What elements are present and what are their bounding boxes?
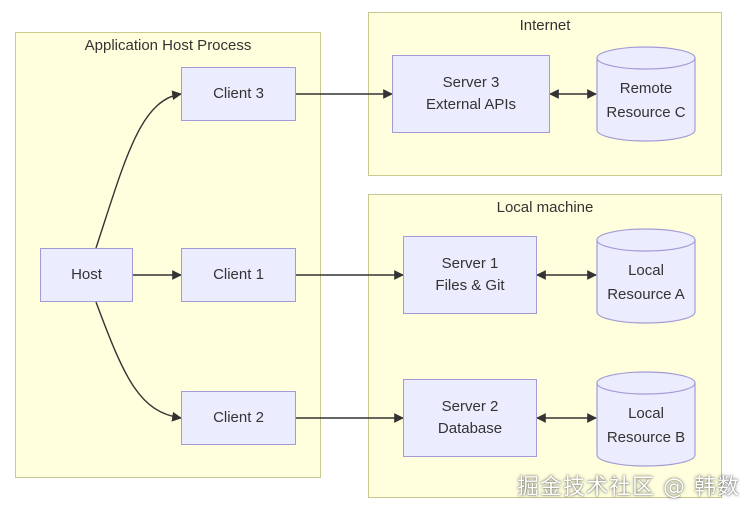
server-3-subtitle: External APIs (425, 96, 517, 113)
watermark: 掘金技术社区 @ 韩数 (517, 475, 740, 500)
server-2-subtitle: Database (437, 420, 503, 437)
server-3-node: Server 3 External APIs (392, 55, 550, 133)
resource-b-line1: Local (628, 405, 664, 422)
client-2-node: Client 2 (181, 391, 296, 445)
client-2-label: Client 2 (213, 409, 264, 426)
resource-b-line2: Resource B (606, 429, 686, 446)
group-label-internet: Internet (519, 17, 571, 34)
resource-c-line2: Resource C (606, 104, 686, 121)
edge-host-to-client2 (95, 301, 182, 422)
host-label: Host (71, 266, 102, 283)
group-label-local-machine: Local machine (496, 199, 594, 216)
server-1-title: Server 1 (441, 255, 499, 272)
server-3-title: Server 3 (442, 74, 500, 91)
client-1-node: Client 1 (181, 248, 296, 302)
cylinder-shape (596, 228, 696, 324)
resource-a-line2: Resource A (607, 286, 685, 303)
local-resource-a-cylinder: Local Resource A (596, 228, 696, 324)
remote-resource-c-cylinder: Remote Resource C (596, 46, 696, 142)
cylinder-shape (596, 371, 696, 467)
resource-a-line1: Local (628, 262, 664, 279)
edge-host-to-client3 (95, 90, 182, 249)
server-2-title: Server 2 (441, 398, 499, 415)
resource-c-line1: Remote (619, 80, 673, 97)
host-node: Host (40, 248, 133, 302)
client-1-label: Client 1 (213, 266, 264, 283)
server-2-node: Server 2 Database (403, 379, 537, 457)
cylinder-shape (596, 46, 696, 142)
client-3-node: Client 3 (181, 67, 296, 121)
client-3-label: Client 3 (213, 85, 264, 102)
server-1-node: Server 1 Files & Git (403, 236, 537, 314)
server-1-subtitle: Files & Git (435, 277, 505, 294)
local-resource-b-cylinder: Local Resource B (596, 371, 696, 467)
group-label-application-host-process: Application Host Process (84, 37, 252, 54)
